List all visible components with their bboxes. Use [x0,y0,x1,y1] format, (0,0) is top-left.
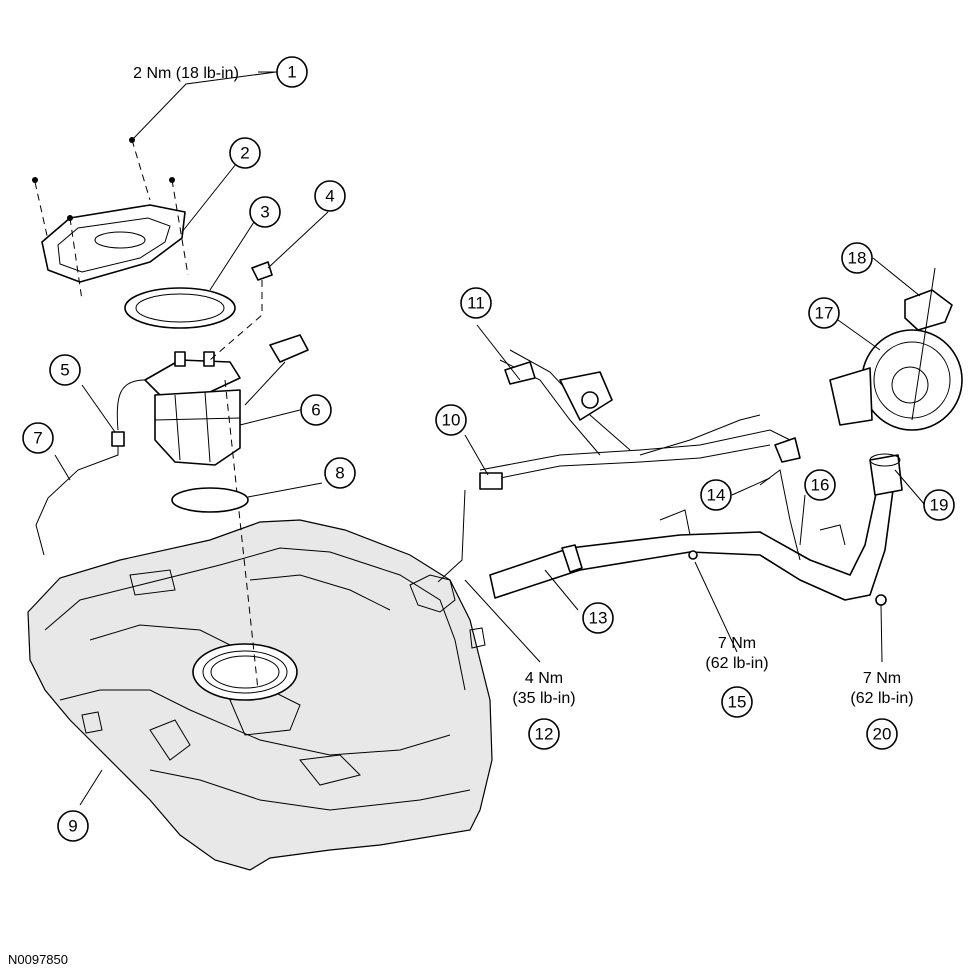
svg-text:13: 13 [589,609,608,628]
filler-housing [829,329,963,431]
figure-id: N0097850 [8,952,68,967]
callout-19: 19 [923,489,955,521]
mounting-ring [124,287,236,329]
filler-cap-ring [904,267,953,421]
torque-label-20-lbin: (62 lb-in) [850,690,913,707]
torque-label-12-nm: 4 Nm [525,670,563,687]
callout-5: 5 [49,354,81,386]
access-cover-screws [32,137,189,301]
callout-10: 10 [435,404,467,436]
callout-20: 20 [866,718,898,750]
torque-label-15-lbin: (62 lb-in) [705,655,768,672]
svg-text:8: 8 [335,464,344,483]
torque-label-15-nm: 7 Nm [718,635,756,652]
svg-text:4: 4 [325,187,334,206]
svg-text:6: 6 [311,401,320,420]
filler-neck [869,453,903,496]
svg-text:19: 19 [930,496,949,515]
svg-text:2: 2 [240,144,249,163]
svg-text:10: 10 [442,411,461,430]
callout-16: 16 [804,469,836,501]
svg-text:1: 1 [287,63,296,82]
fuel-pump-module [116,334,309,691]
callout-1: 1 [276,56,308,88]
fuel-vapor-lines [437,349,801,583]
callout-18: 18 [841,242,873,274]
svg-text:16: 16 [811,476,830,495]
callout-13: 13 [582,602,614,634]
callout-15: 15 [721,686,753,718]
svg-text:3: 3 [260,203,269,222]
svg-text:11: 11 [467,294,485,313]
svg-text:17: 17 [815,304,834,323]
svg-text:7: 7 [33,429,42,448]
svg-text:15: 15 [728,693,747,712]
access-cover [41,204,186,283]
svg-text:20: 20 [873,725,892,744]
callout-2: 2 [229,137,261,169]
callout-11: 11 [460,287,492,319]
callout-7: 7 [22,422,54,454]
callout-12: 12 [528,718,560,750]
filler-pipe [489,469,896,601]
pump-seal-ring [171,487,249,513]
bracket-bolt [688,550,887,606]
callout-17: 17 [808,297,840,329]
torque-label-20-nm: 7 Nm [863,670,901,687]
fuel-tank [27,519,493,871]
callout-4: 4 [314,180,346,212]
svg-text:12: 12 [535,725,554,744]
callout-3: 3 [249,196,281,228]
retainer-clip [209,261,273,361]
callout-6: 6 [300,394,332,426]
torque-label-12-lbin: (35 lb-in) [512,690,575,707]
svg-text:18: 18 [848,249,867,268]
torque-label-1: 2 Nm (18 lb-in) [133,65,239,82]
callout-8: 8 [324,457,356,489]
fuel-supply-line [35,431,125,556]
svg-text:5: 5 [60,361,69,380]
leader-lines [54,71,926,806]
svg-text:9: 9 [68,817,77,836]
svg-text:14: 14 [707,486,726,505]
callout-14: 14 [700,479,732,511]
callout-9: 9 [57,810,89,842]
